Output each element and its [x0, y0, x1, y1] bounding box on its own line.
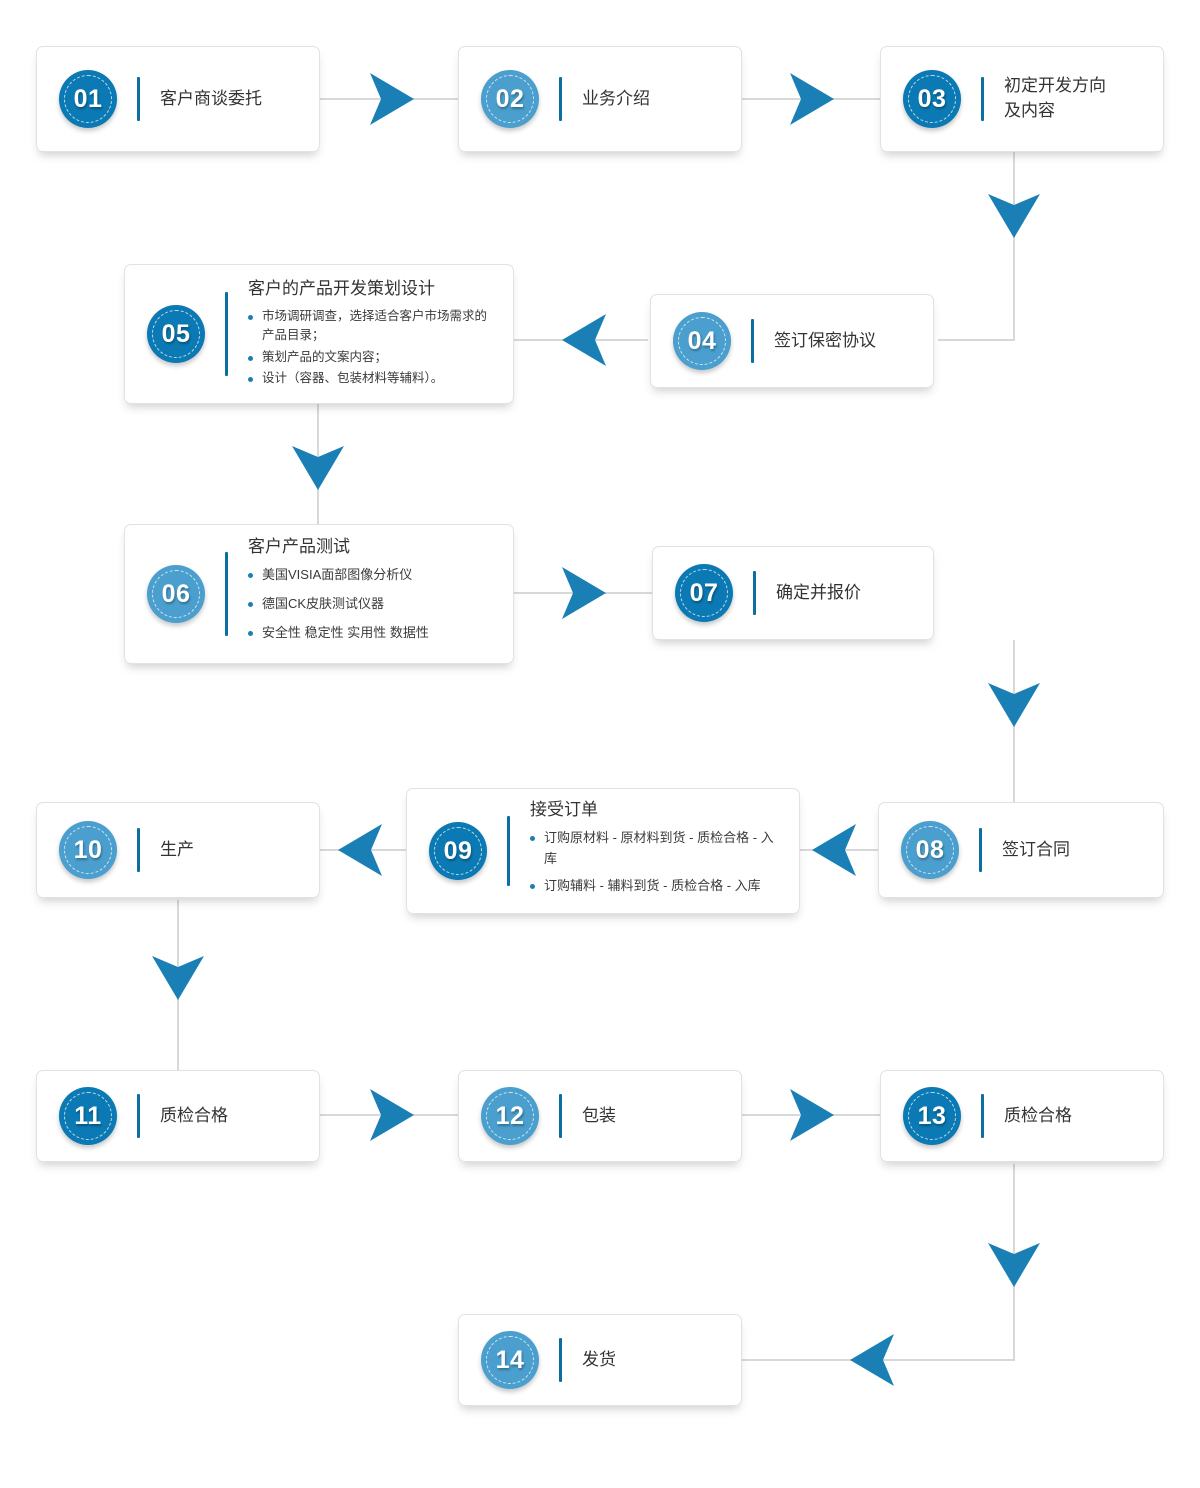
step-label-03: 初定开发方向 及内容 — [1004, 76, 1106, 120]
step-label-01: 客户商谈委托 — [160, 88, 262, 108]
step-card-12[interactable]: 12 包装 — [458, 1070, 742, 1162]
step-badge-13: 13 — [903, 1087, 961, 1145]
step-badge-01: 01 — [59, 70, 117, 128]
list-item: 德国CK皮肤测试仪器 — [248, 594, 499, 615]
divider — [137, 77, 140, 121]
divider — [225, 292, 228, 376]
step-label-11: 质检合格 — [160, 1105, 228, 1125]
step-card-06[interactable]: 06 客户产品测试 美国VISIA面部图像分析仪 德国CK皮肤测试仪器 安全性 … — [124, 524, 514, 664]
step-card-03[interactable]: 03 初定开发方向 及内容 — [880, 46, 1164, 152]
step-card-04[interactable]: 04 签订保密协议 — [650, 294, 934, 388]
divider — [507, 816, 510, 886]
step-label-08: 签订合同 — [1002, 839, 1070, 859]
divider — [753, 571, 756, 615]
divider — [225, 552, 228, 636]
step-card-10[interactable]: 10 生产 — [36, 802, 320, 898]
step-label-04: 签订保密协议 — [774, 330, 876, 350]
list-item: 美国VISIA面部图像分析仪 — [248, 565, 499, 586]
step-bullets-06: 美国VISIA面部图像分析仪 德国CK皮肤测试仪器 安全性 稳定性 实用性 数据… — [248, 565, 499, 643]
divider — [559, 77, 562, 121]
step-badge-10: 10 — [59, 821, 117, 879]
step-card-05[interactable]: 05 客户的产品开发策划设计 市场调研调查，选择适合客户市场需求的产品目录； 策… — [124, 264, 514, 404]
step-badge-08: 08 — [901, 821, 959, 879]
step-badge-07: 07 — [675, 564, 733, 622]
connector-13-14 — [742, 1164, 1015, 1361]
step-card-08[interactable]: 08 签订合同 — [878, 802, 1164, 898]
connector-03-04 — [938, 148, 1015, 341]
step-badge-05: 05 — [147, 305, 205, 363]
step-card-02[interactable]: 02 业务介绍 — [458, 46, 742, 152]
step-card-07[interactable]: 07 确定并报价 — [652, 546, 934, 640]
step-badge-14: 14 — [481, 1331, 539, 1389]
step-badge-03: 03 — [903, 70, 961, 128]
step-label-14: 发货 — [582, 1349, 616, 1369]
divider — [137, 828, 140, 872]
step-card-14[interactable]: 14 发货 — [458, 1314, 742, 1406]
list-item: 订购原材料 - 原材料到货 - 质检合格 - 入库 — [530, 828, 785, 870]
step-card-11[interactable]: 11 质检合格 — [36, 1070, 320, 1162]
step-badge-11: 11 — [59, 1087, 117, 1145]
step-label-06: 客户产品测试 — [248, 537, 350, 557]
divider — [981, 77, 984, 121]
list-item: 策划产品的文案内容； — [248, 348, 499, 367]
list-item: 订购辅料 - 辅料到货 - 质检合格 - 入库 — [530, 876, 785, 897]
step-label-12: 包装 — [582, 1105, 616, 1125]
step-badge-09: 09 — [429, 822, 487, 880]
step-badge-06: 06 — [147, 565, 205, 623]
list-item: 市场调研调查，选择适合客户市场需求的产品目录； — [248, 307, 499, 346]
divider — [751, 319, 754, 363]
step-card-13[interactable]: 13 质检合格 — [880, 1070, 1164, 1162]
divider — [559, 1094, 562, 1138]
step-card-01[interactable]: 01 客户商谈委托 — [36, 46, 320, 152]
step-card-09[interactable]: 09 接受订单 订购原材料 - 原材料到货 - 质检合格 - 入库 订购辅料 -… — [406, 788, 800, 914]
list-item: 安全性 稳定性 实用性 数据性 — [248, 623, 499, 644]
step-label-02: 业务介绍 — [582, 88, 650, 108]
divider — [979, 828, 982, 872]
step-label-07: 确定并报价 — [776, 582, 861, 602]
step-badge-02: 02 — [481, 70, 539, 128]
step-bullets-05: 市场调研调查，选择适合客户市场需求的产品目录； 策划产品的文案内容； 设计（容器… — [248, 307, 499, 389]
step-label-10: 生产 — [160, 839, 194, 859]
list-item: 设计（容器、包装材料等辅料）。 — [248, 369, 499, 388]
step-label-05: 客户的产品开发策划设计 — [248, 278, 435, 298]
step-badge-12: 12 — [481, 1087, 539, 1145]
step-badge-04: 04 — [673, 312, 731, 370]
divider — [981, 1094, 984, 1138]
step-label-09: 接受订单 — [530, 800, 598, 820]
step-label-13: 质检合格 — [1004, 1105, 1072, 1125]
divider — [559, 1338, 562, 1382]
step-bullets-09: 订购原材料 - 原材料到货 - 质检合格 - 入库 订购辅料 - 辅料到货 - … — [530, 828, 785, 896]
divider — [137, 1094, 140, 1138]
